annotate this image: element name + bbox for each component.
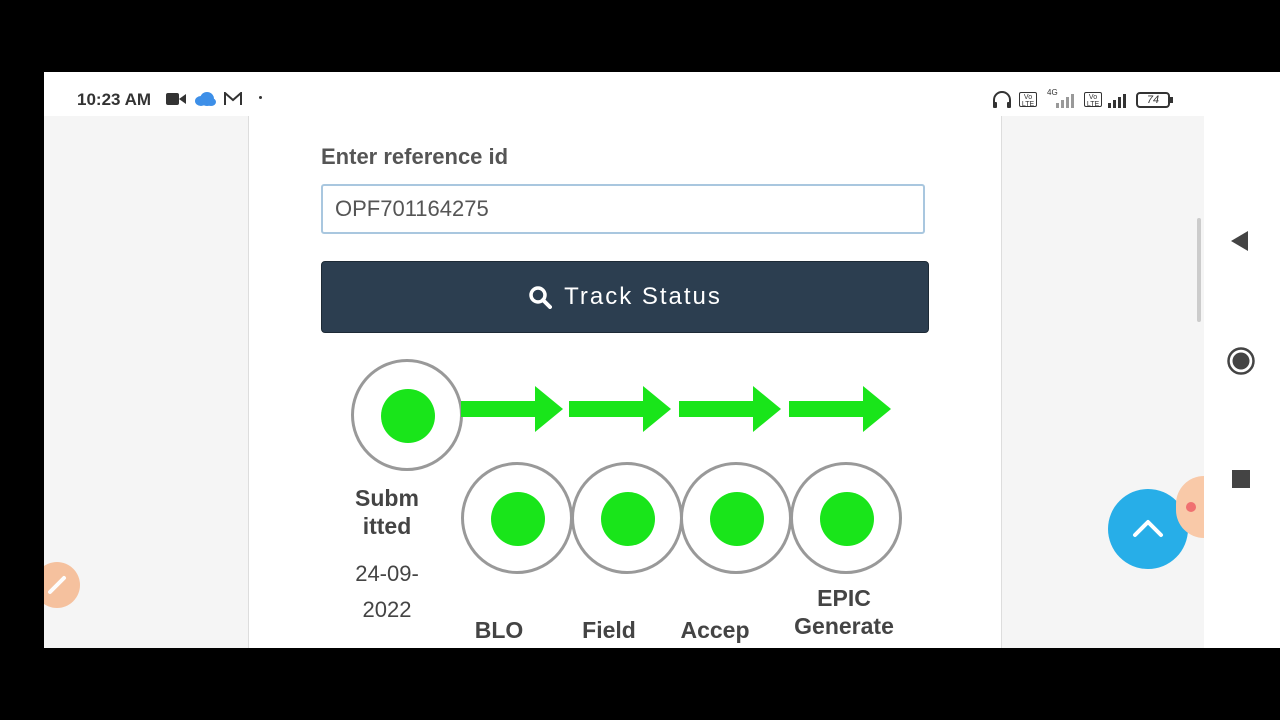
notification-dot [1186,502,1196,512]
brush-icon [48,576,66,594]
back-icon[interactable] [1230,230,1250,252]
volte-badge-1: Vo LTE [1019,92,1037,108]
track-status-label: Track Status [564,283,722,310]
step-label-accepted: Accep [680,617,750,643]
chevron-up-icon [1133,520,1163,537]
step-dot [820,492,874,546]
scrollbar[interactable] [1197,218,1201,322]
step-label-field: Field [582,617,636,643]
arrow-right-icon [569,386,671,432]
step-dot [710,492,764,546]
step-date-line: 2022 [362,597,412,622]
step-label-line: Generate [794,613,894,639]
reference-label: Enter reference id [321,144,509,169]
status-bar: 10:23 AM Vo LTE 4G Vo LTE [44,72,1204,116]
home-icon[interactable] [1226,346,1256,376]
step-dot [601,492,655,546]
step-label-epic: EPIC Generate [784,584,904,640]
track-status-button[interactable]: Track Status [321,261,929,333]
cloud-icon [195,92,216,106]
battery-icon: 74 [1136,92,1170,108]
search-icon [529,286,553,309]
step-label-line: itted [362,513,412,539]
signal-icon [1056,94,1074,108]
status-time: 10:23 AM [77,90,152,109]
step-label-line: EPIC [817,585,871,611]
gmail-icon [224,92,242,105]
step-dot [491,492,545,546]
reference-id-input[interactable] [321,184,925,234]
step-date-submitted: 24-09- 2022 [341,556,433,628]
signal-icon-2 [1108,94,1126,108]
battery-tip [1170,97,1173,103]
step-dot [381,389,435,443]
phone-screen: 10:23 AM Vo LTE 4G Vo LTE [44,72,1204,648]
step-label-line: Subm [355,485,419,511]
step-circle-blo [461,462,573,574]
step-circle-accepted [680,462,792,574]
volte-badge-2: Vo LTE [1084,92,1102,108]
scroll-to-top-button[interactable] [1108,489,1188,569]
system-nav-panel [1204,72,1280,648]
step-circle-epic [790,462,902,574]
video-icon [166,93,186,105]
battery-level: 74 [1146,94,1160,106]
tracking-card: Enter reference id Track Status [248,116,1002,648]
step-circle-submitted [351,359,463,471]
arrow-right-icon [789,386,891,432]
step-label-submitted: Subm itted [341,484,433,540]
headset-icon [993,91,1011,108]
arrow-right-icon [461,386,563,432]
step-label-blo: BLO [474,617,524,643]
recents-icon[interactable] [1232,470,1250,488]
step-date-line: 24-09- [355,561,419,586]
network-type-label: 4G [1047,88,1058,97]
arrow-right-icon [679,386,781,432]
step-circle-field [571,462,683,574]
dot-indicator [259,96,262,99]
floating-brush-bubble[interactable] [44,562,80,608]
